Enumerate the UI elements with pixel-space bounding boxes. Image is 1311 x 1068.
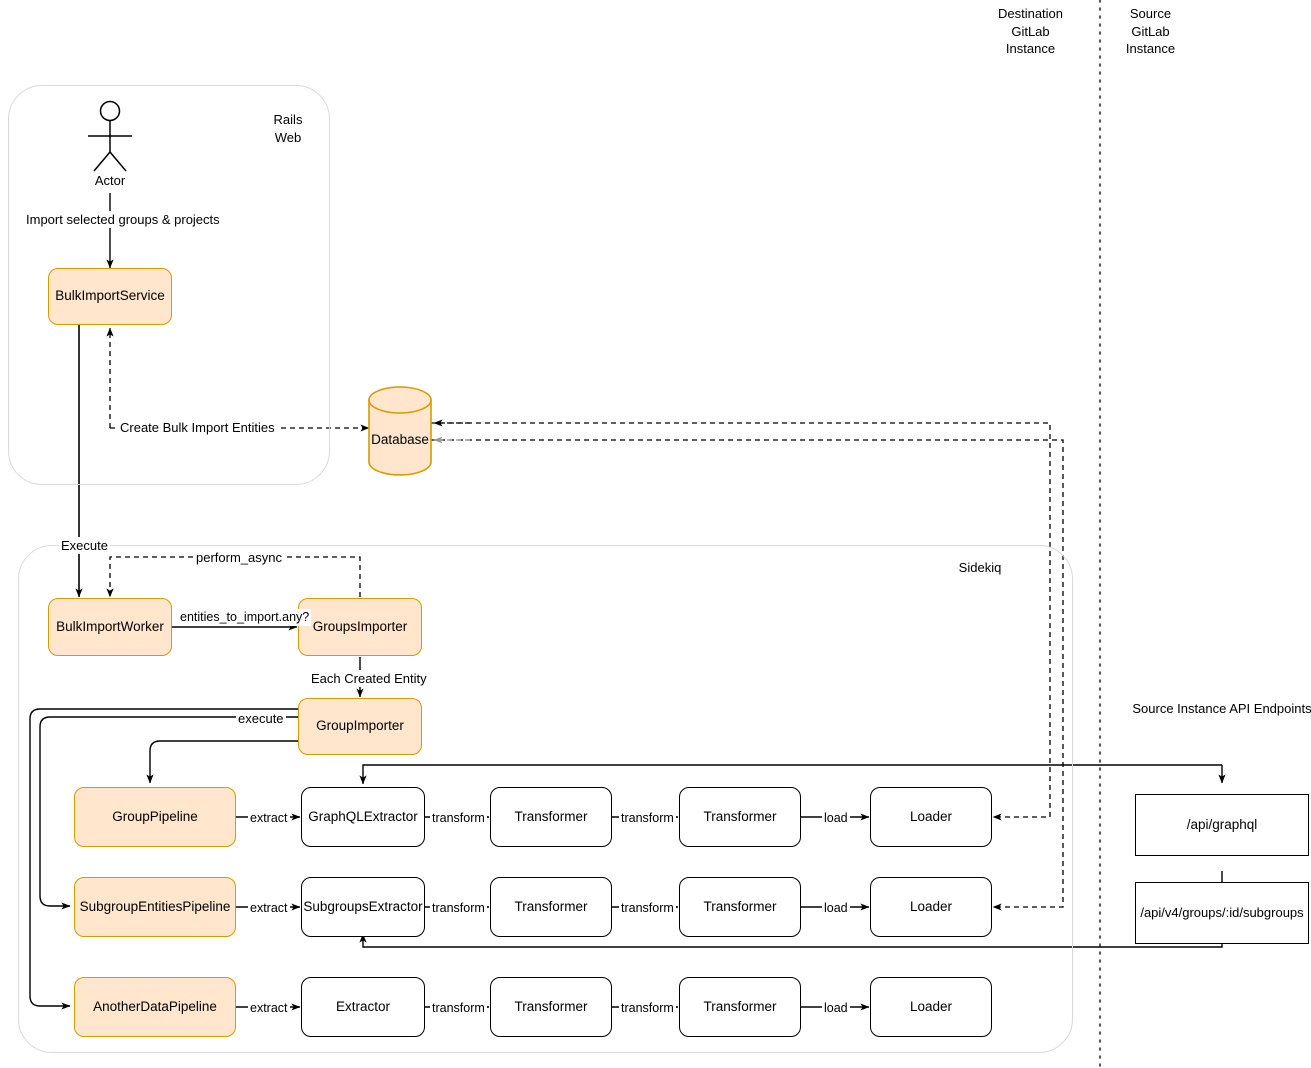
node-group-importer[interactable]: GroupImporter	[298, 698, 422, 755]
source-instance-label: Source GitLab Instance	[1125, 6, 1176, 57]
node-transformer-2-row2[interactable]: Transformer	[679, 877, 801, 937]
edge-label-execute-top: Execute	[59, 537, 110, 555]
node-transformer-2-row3[interactable]: Transformer	[679, 977, 801, 1037]
edge-label-load-row1: load	[822, 810, 850, 827]
node-transformer-2-row1[interactable]: Transformer	[679, 787, 801, 847]
container-sidekiq	[18, 545, 1073, 1053]
node-groups-importer[interactable]: GroupsImporter	[298, 598, 422, 656]
edge-label-transform-1-row2: transform	[430, 900, 487, 917]
edge-label-transform-2-row1: transform	[619, 810, 676, 827]
edge-label-execute: execute	[236, 710, 286, 728]
edge-label-transform-2-row3: transform	[619, 1000, 676, 1017]
node-extractor-row3[interactable]: Extractor	[301, 977, 425, 1037]
node-transformer-1-row1[interactable]: Transformer	[490, 787, 612, 847]
api-endpoint-graphql[interactable]: /api/graphql	[1135, 794, 1309, 856]
actor-label: Actor	[94, 173, 126, 188]
api-endpoint-subgroups[interactable]: /api/v4/groups/:id/subgroups	[1135, 882, 1309, 944]
container-rails-web	[8, 85, 330, 485]
node-bulk-import-service[interactable]: BulkImportService	[48, 268, 172, 325]
container-rails-web-label: Rails Web	[273, 112, 303, 145]
database-cylinder	[368, 386, 432, 476]
edge-label-extract-row3: extract	[248, 1000, 290, 1017]
node-subgroup-entities-pipeline[interactable]: SubgroupEntitiesPipeline	[74, 877, 236, 937]
edge-label-transform-1-row1: transform	[430, 810, 487, 827]
node-transformer-1-row2[interactable]: Transformer	[490, 877, 612, 937]
node-another-data-pipeline[interactable]: AnotherDataPipeline	[74, 977, 236, 1037]
edge-label-load-row2: load	[822, 900, 850, 917]
edge-label-entities-to-import: entities_to_import.any?	[178, 609, 312, 626]
edge-label-transform-1-row3: transform	[430, 1000, 487, 1017]
edge-label-create-bulk-import-entities: Create Bulk Import Entities	[118, 419, 277, 437]
node-group-pipeline[interactable]: GroupPipeline	[74, 787, 236, 847]
api-endpoints-heading: Source Instance API Endpoints	[1132, 701, 1311, 716]
edge-label-extract-row1: extract	[248, 810, 290, 827]
edge-label-each-created-entity: Each Created Entity	[309, 670, 429, 688]
node-loader-row2[interactable]: Loader	[870, 877, 992, 937]
edge-label-extract-row2: extract	[248, 900, 290, 917]
node-loader-row3[interactable]: Loader	[870, 977, 992, 1037]
node-transformer-1-row3[interactable]: Transformer	[490, 977, 612, 1037]
edge-label-transform-2-row2: transform	[619, 900, 676, 917]
node-bulk-import-worker[interactable]: BulkImportWorker	[48, 598, 172, 656]
destination-instance-label: Destination GitLab Instance	[997, 6, 1064, 57]
edge-label-perform-async: perform_async	[194, 549, 284, 567]
edge-label-load-row3: load	[822, 1000, 850, 1017]
node-graphql-extractor[interactable]: GraphQLExtractor	[301, 787, 425, 847]
container-sidekiq-label: Sidekiq	[958, 560, 1002, 575]
node-loader-row1[interactable]: Loader	[870, 787, 992, 847]
node-subgroups-extractor[interactable]: SubgroupsExtractor	[301, 877, 425, 937]
edge-label-import-selected: Import selected groups & projects	[24, 211, 222, 229]
database-label: Database	[371, 432, 429, 447]
